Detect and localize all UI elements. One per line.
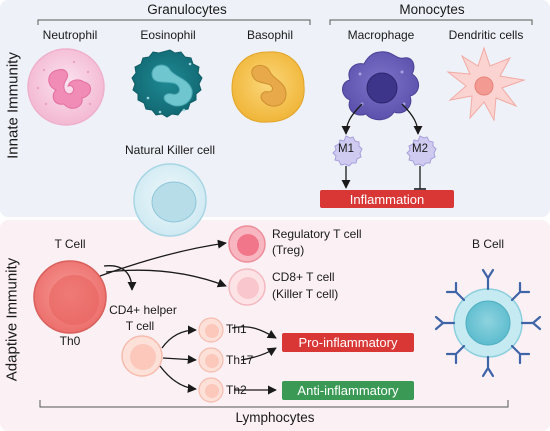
granulocytes-header: Granulocytes [147, 2, 227, 17]
th0-label: Th0 [59, 334, 81, 348]
arrow-th17-pro [240, 347, 277, 361]
eosinophil-cell [131, 49, 203, 118]
monocytes-bracket [329, 19, 533, 25]
anti-inflammatory-pill: Anti-inflammatory [282, 381, 414, 400]
th1-cell [198, 317, 224, 343]
cd8-cell [228, 268, 266, 306]
treg-label-1: Regulatory T cell [272, 227, 362, 241]
basophil-cell [231, 51, 305, 123]
arrow-cd4-th1 [161, 325, 197, 349]
innate-immunity-label: Innate Immunity [4, 52, 22, 159]
t-cell [33, 260, 107, 334]
adaptive-immunity-label: Adaptive Immunity [3, 257, 21, 382]
arrow-t-treg [99, 239, 227, 277]
lymphocytes-header: Lymphocytes [235, 410, 315, 425]
arrow-t-cd8 [105, 269, 227, 288]
m1-cell [332, 135, 363, 167]
b-cell-label: B Cell [471, 237, 505, 251]
b-cell [434, 268, 542, 378]
pro-inflammatory-pill: Pro-inflammatory [282, 333, 414, 352]
cd4-cell [121, 335, 163, 377]
neutrophil-label: Neutrophil [42, 28, 98, 42]
eosinophil-label: Eosinophil [140, 28, 196, 42]
dendritic-cell [446, 46, 526, 122]
cd4-label-1: CD4+ helper [109, 303, 177, 317]
th17-label: Th17 [226, 353, 254, 367]
cd4-label-2: T cell [125, 319, 155, 333]
nk-label: Natural Killer cell [124, 143, 216, 157]
monocytes-header: Monocytes [399, 2, 465, 17]
th2-label: Th2 [226, 383, 247, 397]
inflammation-pill: Inflammation [320, 190, 454, 208]
lymphocytes-bracket [39, 400, 509, 408]
cd8-label-2: (Killer T cell) [272, 287, 339, 301]
arrow-cd4-th2 [159, 365, 197, 393]
m1-label: M1 [338, 143, 354, 155]
cd8-label-1: CD8+ T cell [272, 270, 335, 284]
arrow-th1-pro [231, 326, 277, 339]
arrow-t-cd4 [103, 265, 137, 291]
m2-label: M2 [412, 143, 428, 155]
basophil-label: Basophil [246, 28, 294, 42]
treg-label-2: (Treg) [272, 243, 305, 257]
arrow-mac-m1 [341, 103, 363, 135]
arrow-mac-m2 [401, 103, 423, 135]
th17-cell [198, 347, 224, 373]
treg-cell [228, 225, 266, 263]
macrophage-cell [342, 51, 419, 121]
m2-cell [406, 135, 437, 167]
arrow-cd4-th17 [162, 354, 197, 365]
th2-cell [198, 377, 224, 403]
granulocytes-bracket [37, 19, 311, 25]
dendritic-label: Dendritic cells [448, 28, 524, 42]
macrophage-label: Macrophage [347, 28, 415, 42]
nk-cell [133, 163, 207, 237]
th1-label: Th1 [226, 322, 247, 336]
neutrophil-cell [27, 48, 105, 126]
t-cell-label: T Cell [54, 237, 86, 251]
